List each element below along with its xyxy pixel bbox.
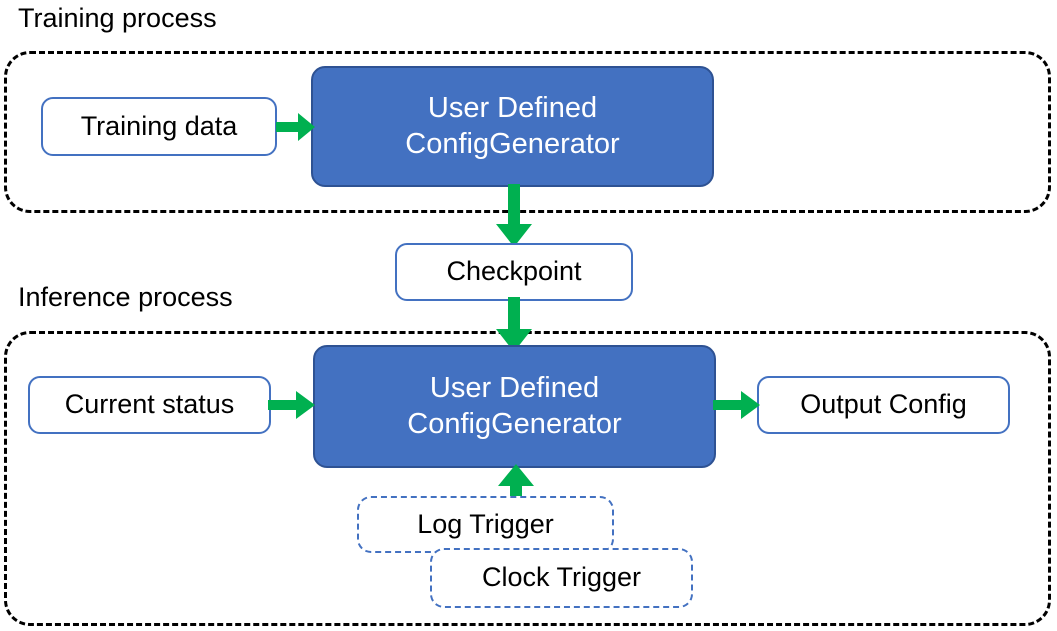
checkpoint-node[interactable]: Checkpoint xyxy=(395,243,633,301)
inference-process-caption: Inference process xyxy=(18,282,233,312)
inference-generator-line1: User Defined xyxy=(429,372,600,405)
training-generator-line2: ConfigGenerator xyxy=(405,127,620,160)
output-config-node[interactable]: Output Config xyxy=(757,376,1010,434)
clock-trigger-node[interactable]: Clock Trigger xyxy=(430,548,693,608)
current-status-node[interactable]: Current status xyxy=(28,376,271,434)
training-config-generator-node[interactable]: User Defined ConfigGenerator xyxy=(311,66,714,187)
log-trigger-node[interactable]: Log Trigger xyxy=(357,496,614,553)
training-generator-line1: User Defined xyxy=(427,92,598,125)
training-data-node[interactable]: Training data xyxy=(41,97,277,156)
inference-generator-line2: ConfigGenerator xyxy=(407,407,622,440)
training-process-caption: Training process xyxy=(18,3,217,33)
inference-config-generator-node[interactable]: User Defined ConfigGenerator xyxy=(313,345,716,468)
